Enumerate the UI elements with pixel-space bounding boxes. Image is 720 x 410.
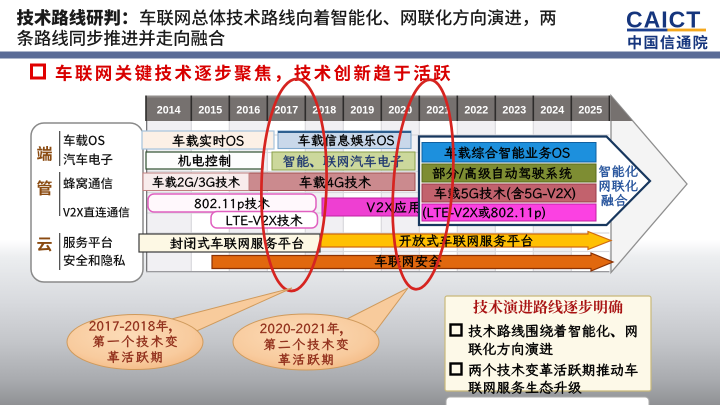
svg-text:2015: 2015 (198, 104, 222, 116)
svg-text:2024: 2024 (540, 104, 564, 116)
svg-text:2021: 2021 (426, 104, 450, 116)
svg-text:2019: 2019 (350, 104, 374, 116)
svg-text:2014: 2014 (157, 104, 181, 116)
svg-text:2022: 2022 (464, 104, 488, 116)
svg-text:CAICT: CAICT (626, 7, 701, 33)
svg-text:2023: 2023 (502, 104, 526, 116)
svg-text:2025: 2025 (578, 104, 602, 116)
svg-text:2016: 2016 (236, 104, 260, 116)
svg-text:2018: 2018 (312, 104, 336, 116)
svg-text:2017: 2017 (274, 104, 298, 116)
